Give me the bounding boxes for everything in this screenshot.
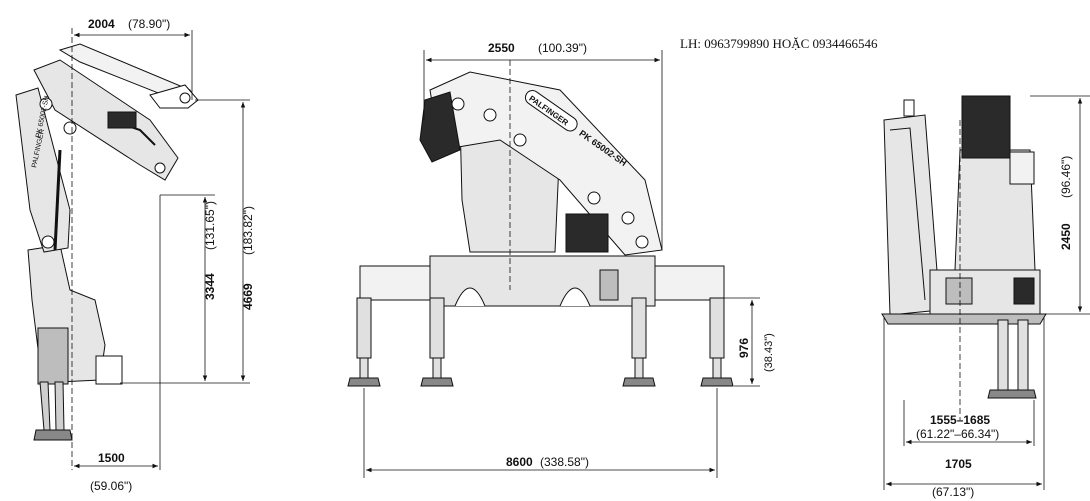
dim-side-width-value: 1705: [945, 457, 972, 471]
dim-outrigger-span-value: 8600: [506, 455, 533, 469]
end-view: [881, 95, 1047, 399]
dim-side-inner-imperial: (61.22"–66.34"): [916, 427, 999, 441]
dim-side-inner-value: 1555–1685: [930, 413, 990, 427]
dim-reach-top-value: 2004: [88, 17, 115, 31]
dim-reach-top-imperial: (78.90"): [128, 17, 170, 31]
dim-height-full-value: 4669: [241, 283, 255, 310]
dim-front-width-value: 2550: [488, 41, 515, 55]
dim-leg-height-value: 976: [737, 338, 751, 358]
dim-base-offset-value: 1500: [98, 451, 125, 465]
front-view: [347, 71, 734, 387]
dim-base-offset-imperial: (59.06"): [90, 479, 132, 493]
dim-height-full-imperial: (183.82"): [241, 206, 255, 255]
dim-side-width-imperial: (67.13"): [932, 485, 974, 499]
dim-front-width-imperial: (100.39"): [538, 41, 587, 55]
side-profile-view: [15, 43, 199, 441]
center-dimension-lines: [363, 50, 760, 478]
dim-leg-height-imperial: (38.43"): [763, 333, 775, 372]
right-dimension-lines: [883, 95, 1090, 490]
dim-height-mid-value: 3344: [203, 273, 217, 300]
dim-side-height-imperial: (96.46"): [1059, 156, 1073, 198]
left-dimension-lines: [71, 28, 250, 470]
dim-side-height-value: 2450: [1059, 223, 1073, 250]
dim-height-mid-imperial: (131.65"): [203, 201, 217, 250]
dim-outrigger-span-imperial: (338.58"): [540, 455, 589, 469]
contact-phone-text: LH: 0963799890 HOẶC 0934466546: [680, 36, 878, 51]
